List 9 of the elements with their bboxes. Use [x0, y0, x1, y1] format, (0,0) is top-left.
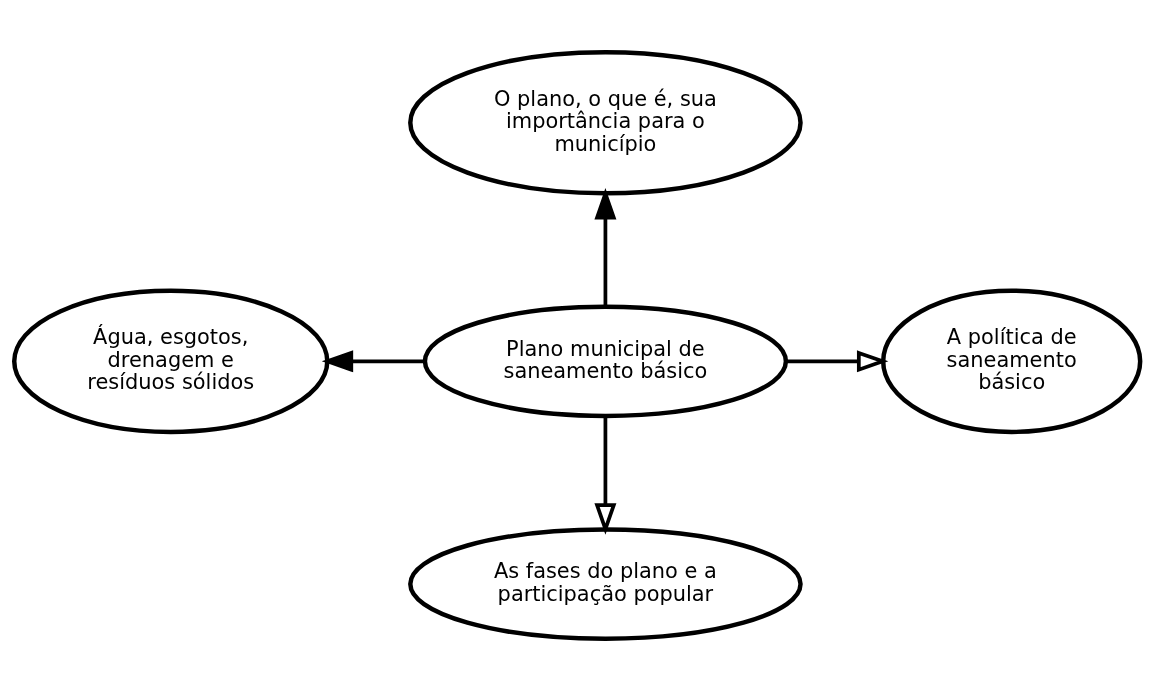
node-ellipse: As fases do plano e a participação popular — [408, 527, 803, 641]
node-ellipse: Plano municipal de saneamento básico — [422, 304, 789, 419]
node-ellipse: A política de saneamento básico — [880, 288, 1143, 435]
arrow — [321, 350, 425, 373]
arrow — [594, 188, 617, 307]
node-ellipse: O plano, o que é, sua importância para o município — [408, 49, 803, 196]
node-ellipse: Água, esgotos, drenagem e resíduos sólidos — [12, 288, 330, 435]
arrow — [594, 416, 617, 535]
arrow — [786, 350, 889, 373]
